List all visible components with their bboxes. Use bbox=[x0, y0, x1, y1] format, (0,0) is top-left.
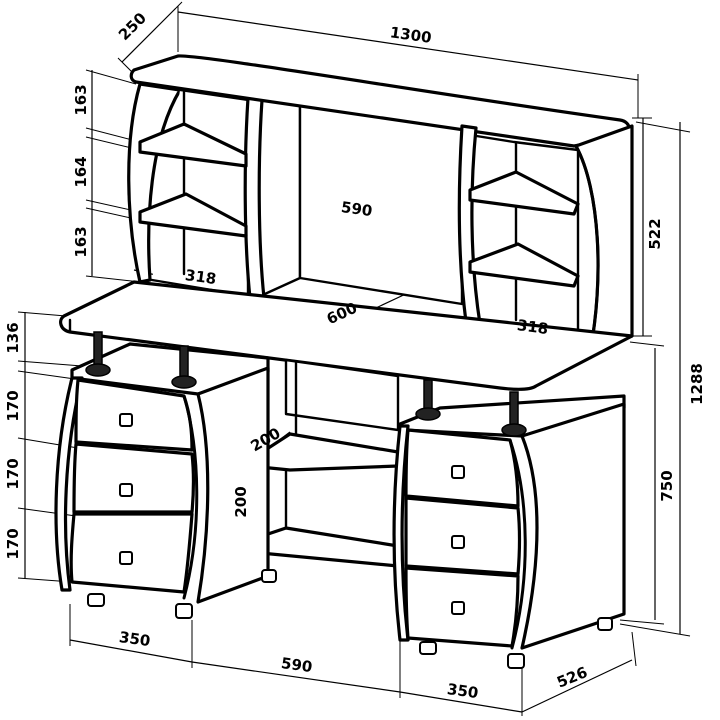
dim-top-shelf-2: 164 bbox=[72, 156, 90, 187]
left-pedestal bbox=[54, 331, 277, 619]
dim-shelf-height: 200 bbox=[232, 486, 250, 517]
dim-desk-height: 750 bbox=[658, 470, 676, 501]
dim-top-clearance: 136 bbox=[4, 322, 22, 353]
dim-top-height: 522 bbox=[646, 218, 664, 249]
dim-drawer-3: 170 bbox=[4, 528, 22, 559]
dim-top-shelf-1: 163 bbox=[72, 84, 90, 115]
support-leg-left-1 bbox=[93, 331, 103, 369]
dim-right-pedestal-width: 350 bbox=[446, 680, 480, 702]
dim-left-top-width: 318 bbox=[184, 266, 218, 288]
support-leg-left-2 bbox=[179, 345, 189, 381]
dim-drawer-2: 170 bbox=[4, 458, 22, 489]
middle-structure bbox=[248, 358, 400, 568]
dim-right-top-width: 318 bbox=[516, 316, 550, 338]
dim-top-shelf-3: 163 bbox=[72, 226, 90, 257]
dim-drawer-1: 170 bbox=[4, 390, 22, 421]
leg-base-right-2 bbox=[501, 423, 527, 437]
dim-left-pedestal-width: 350 bbox=[118, 628, 152, 650]
dim-top-gap-width: 590 bbox=[340, 198, 374, 220]
leg-base-left-2 bbox=[171, 375, 197, 389]
dim-total-height: 1288 bbox=[688, 363, 706, 405]
dim-middle-gap-width: 590 bbox=[280, 654, 314, 676]
dim-base-depth: 526 bbox=[554, 663, 590, 691]
support-leg-right-2 bbox=[509, 391, 519, 429]
desk-top bbox=[59, 280, 634, 391]
leg-base-right-1 bbox=[415, 407, 441, 421]
right-pedestal bbox=[392, 379, 626, 669]
dim-total-width: 1300 bbox=[389, 23, 433, 47]
hutch bbox=[127, 54, 634, 354]
leg-base-left-1 bbox=[85, 363, 111, 377]
